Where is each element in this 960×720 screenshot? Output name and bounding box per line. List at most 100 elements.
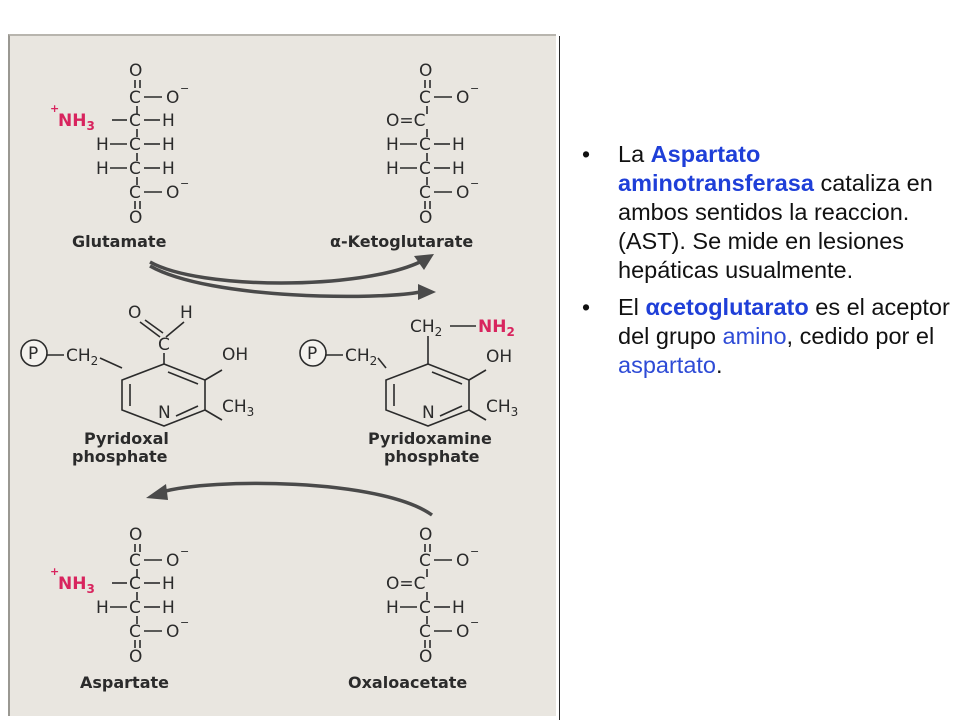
atom-o: O: [419, 647, 432, 667]
atom-o: O: [129, 208, 142, 228]
oxaloacetate-structure: O C O − O=C H C H C O − O Oxaloacetate: [348, 525, 479, 692]
atom-c: C: [129, 574, 141, 594]
atom-o: O: [129, 61, 142, 81]
charge-minus: −: [180, 616, 189, 629]
atom-o: O: [456, 622, 469, 642]
acceptor-name: αcetoglutarato: [645, 294, 809, 320]
methylene-group: CH2: [410, 317, 442, 339]
label-pyridoxamine-phosphate: phosphate: [384, 447, 480, 466]
atom-c: C: [129, 598, 141, 618]
charge-minus: −: [470, 616, 479, 629]
label-oxaloacetate: Oxaloacetate: [348, 673, 467, 692]
enzyme-name: Aspartato aminotransferasa: [618, 141, 814, 196]
atom-c: C: [419, 622, 431, 642]
bullet-ketoglutarate: El αcetoglutarato es el aceptor del grup…: [578, 293, 950, 380]
transamination-scheme: O C O − + NH3 C H H C H H C H C O − O Gl…: [20, 61, 518, 692]
amino-group: NH3: [58, 111, 95, 133]
atom-o: O: [456, 183, 469, 203]
atom-o: O: [419, 61, 432, 81]
atom-h: H: [162, 574, 175, 594]
atom-o: O: [166, 551, 179, 571]
atom-c: C: [129, 159, 141, 179]
atom-h: H: [452, 159, 465, 179]
label-aspartate: Aspartate: [80, 673, 169, 692]
atom-h: H: [386, 159, 399, 179]
methylene-group: CH2: [66, 346, 98, 368]
charge-minus: −: [180, 82, 189, 95]
amino-group: NH3: [58, 574, 95, 596]
charge-minus: −: [470, 177, 479, 190]
bullet-kg-end: .: [715, 352, 723, 378]
bullet-ast: La Aspartato aminotransferasa cataliza e…: [578, 140, 950, 285]
atom-o: O: [166, 183, 179, 203]
atom-h: H: [96, 159, 109, 179]
charge-minus: −: [180, 545, 189, 558]
keto-group: O=C: [386, 111, 426, 131]
hydroxyl-group: OH: [486, 347, 512, 367]
atom-h: H: [180, 303, 193, 323]
atom-o: O: [166, 88, 179, 108]
atom-h: H: [162, 135, 175, 155]
reaction-figure: [8, 34, 556, 716]
ring-nitrogen: N: [158, 403, 171, 423]
atom-c: C: [129, 135, 141, 155]
phosphate-icon: [299, 339, 327, 367]
atom-c: C: [419, 135, 431, 155]
atom-c: C: [129, 551, 141, 571]
atom-c: C: [129, 183, 141, 203]
atom-o: O: [129, 525, 142, 545]
methylene-group: CH2: [345, 346, 377, 368]
atom-c: C: [419, 551, 431, 571]
label-ketoglutarate: α-Ketoglutarate: [330, 232, 473, 251]
atom-h: H: [386, 598, 399, 618]
amino-group: NH2: [478, 317, 515, 339]
charge-plus: +: [50, 102, 59, 115]
pyridoxal-phosphate-structure: O H C P CH2 OH CH3 N Pyridoxal phosphate: [20, 303, 254, 466]
ring-nitrogen: N: [422, 403, 435, 423]
methyl-group: CH3: [222, 397, 254, 419]
panel-divider: [559, 36, 560, 720]
charge-minus: −: [180, 177, 189, 190]
atom-h: H: [162, 111, 175, 131]
atom-o: O: [419, 208, 432, 228]
phosphate-icon: [20, 339, 48, 367]
label-glutamate: Glutamate: [72, 232, 167, 251]
atom-h: H: [96, 135, 109, 155]
atom-p: P: [307, 344, 317, 364]
reverse-arrow: [146, 481, 434, 517]
atom-c: C: [129, 111, 141, 131]
forward-arrow: [149, 254, 436, 300]
atom-c: C: [158, 335, 170, 355]
atom-h: H: [162, 159, 175, 179]
atom-c: C: [419, 88, 431, 108]
atom-o: O: [419, 525, 432, 545]
atom-c: C: [129, 622, 141, 642]
label-pyridoxal-phosphate: phosphate: [72, 447, 168, 466]
bullet-kg-prefix: El: [618, 294, 646, 320]
charge-minus: −: [470, 545, 479, 558]
ketoglutarate-structure: O C O − O=C H C H H C H C O − O α-Ketogl…: [330, 61, 479, 251]
charge-minus: −: [470, 82, 479, 95]
atom-o: O: [166, 622, 179, 642]
hydroxyl-group: OH: [222, 345, 248, 365]
atom-h: H: [386, 135, 399, 155]
atom-o: O: [128, 303, 141, 323]
atom-c: C: [419, 598, 431, 618]
atom-o: O: [456, 551, 469, 571]
atom-c: C: [419, 159, 431, 179]
bullet-list: La Aspartato aminotransferasa cataliza e…: [578, 140, 950, 388]
amino-word: amino: [722, 323, 787, 349]
atom-c: C: [419, 183, 431, 203]
atom-c: C: [129, 88, 141, 108]
atom-h: H: [452, 598, 465, 618]
bullet-kg-mid: es el aceptor del grupo: [618, 294, 950, 349]
bullet-ast-prefix: La: [618, 141, 651, 167]
donor-name: aspartato: [618, 352, 716, 378]
bullet-kg-mid2: , cedido por el: [786, 323, 935, 349]
atom-o: O: [456, 88, 469, 108]
methyl-group: CH3: [486, 397, 518, 419]
atom-p: P: [28, 344, 38, 364]
label-pyridoxal: Pyridoxal: [84, 429, 169, 448]
atom-h: H: [96, 598, 109, 618]
aspartate-structure: O C O − + NH3 C H H C H C O − O Aspartat…: [50, 525, 189, 692]
